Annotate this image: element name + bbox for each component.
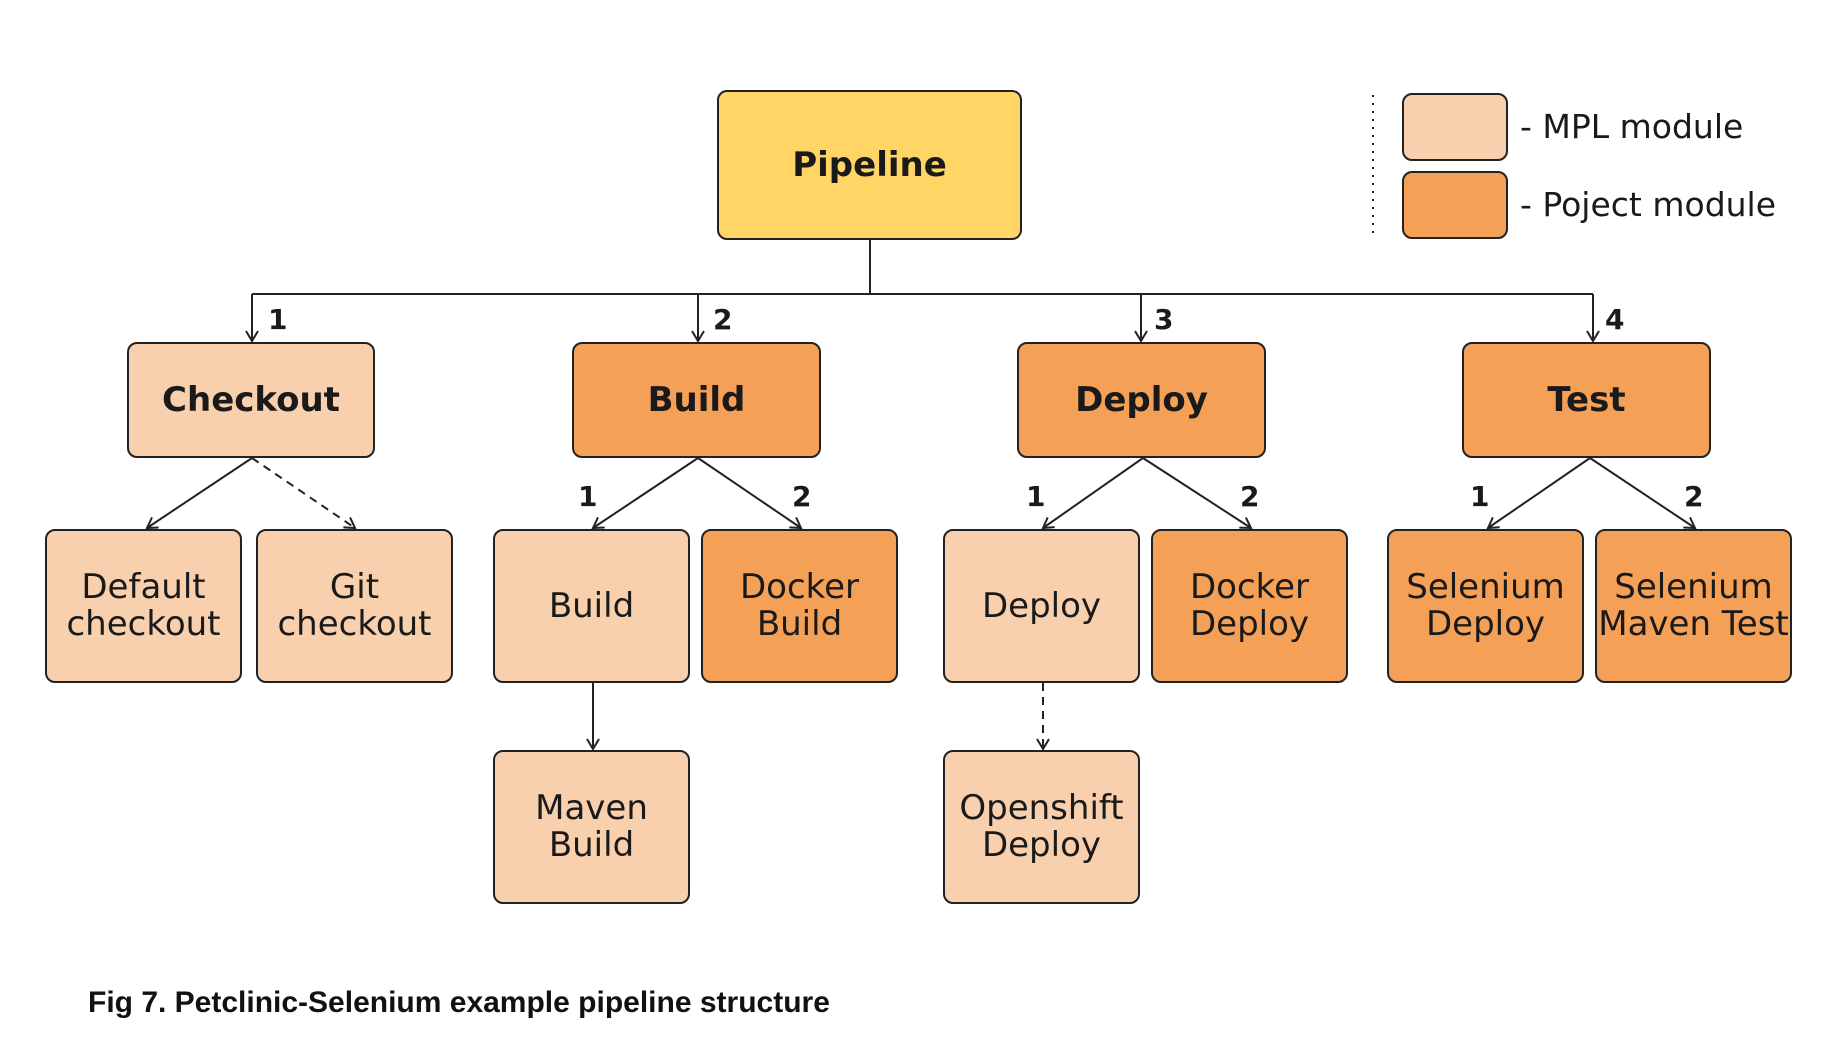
arrow-to-docker-build <box>697 457 803 530</box>
order-deploy-module: 1 <box>1026 480 1046 513</box>
arrow-to-default-checkout <box>145 457 253 530</box>
stage-order-build: 2 <box>713 303 733 336</box>
order-selenium-maven-test: 2 <box>1684 480 1704 513</box>
module-docker-build: Docker Build <box>701 529 898 683</box>
module-docker-deploy: Docker Deploy <box>1151 529 1348 683</box>
module-openshift-deploy: Openshift Deploy <box>943 750 1140 904</box>
pipeline-label: Pipeline <box>792 145 947 185</box>
arrow-to-docker-deploy <box>1142 457 1253 530</box>
arrow-to-deploy-module <box>1041 457 1144 530</box>
order-docker-deploy: 2 <box>1240 480 1260 513</box>
module-maven-build: Maven Build <box>493 750 690 904</box>
stage-order-test: 4 <box>1605 303 1625 336</box>
module-build: Build <box>493 529 690 683</box>
stage-checkout-label: Checkout <box>162 380 340 420</box>
legend-project-label: - Poject module <box>1520 185 1777 224</box>
pipeline-node: Pipeline <box>717 90 1022 240</box>
stage-build: Build <box>572 342 821 458</box>
stage-test: Test <box>1462 342 1711 458</box>
legend-mpl-swatch <box>1402 93 1508 161</box>
order-build-module: 1 <box>578 480 598 513</box>
arrow-to-selenium-maven-test <box>1589 457 1697 530</box>
module-default-checkout: Default checkout <box>45 529 242 683</box>
module-deploy: Deploy <box>943 529 1140 683</box>
order-selenium-deploy: 1 <box>1470 480 1490 513</box>
figure-caption: Fig 7. Petclinic-Selenium example pipeli… <box>88 986 830 1019</box>
stage-order-checkout: 1 <box>268 303 288 336</box>
stage-deploy: Deploy <box>1017 342 1266 458</box>
arrow-to-build-module <box>591 457 699 530</box>
module-selenium-deploy: Selenium Deploy <box>1387 529 1584 683</box>
arrow-to-selenium-deploy <box>1486 457 1591 530</box>
stage-build-label: Build <box>647 380 746 420</box>
module-selenium-maven-test: Selenium Maven Test <box>1595 529 1792 683</box>
stage-test-label: Test <box>1547 380 1626 420</box>
stage-order-deploy: 3 <box>1154 303 1174 336</box>
legend-mpl-label: - MPL module <box>1520 107 1744 146</box>
arrow-to-git-checkout <box>251 457 357 530</box>
module-git-checkout: Git checkout <box>256 529 453 683</box>
legend-project-swatch <box>1402 171 1508 239</box>
order-docker-build: 2 <box>792 480 812 513</box>
stage-deploy-label: Deploy <box>1075 380 1208 420</box>
stage-checkout: Checkout <box>127 342 375 458</box>
